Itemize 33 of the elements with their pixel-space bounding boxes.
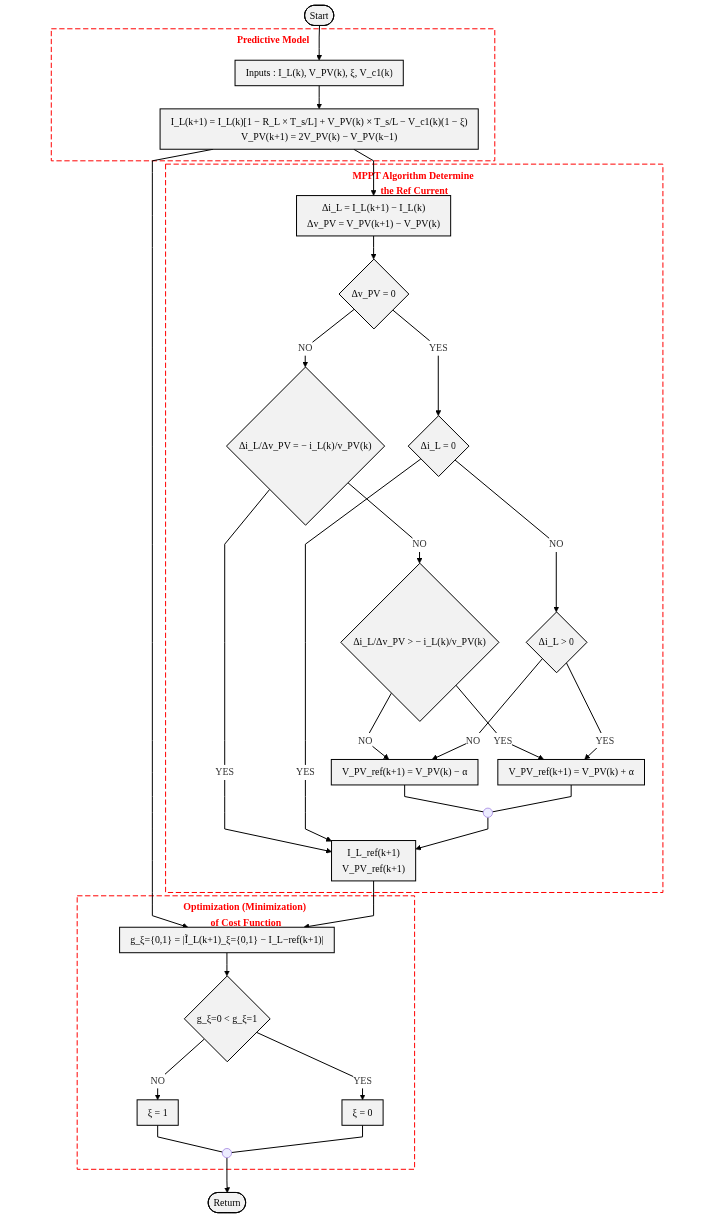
node-box: V_PV_ref(k+1) = V_PV(k) + α	[497, 758, 646, 786]
connector	[492, 784, 573, 813]
connector	[404, 784, 485, 813]
edge-label: YES	[429, 342, 449, 354]
edge-label: YES	[493, 734, 513, 746]
edge-label: YES	[215, 766, 235, 778]
node-diamond: g_ξ=0 < g_ξ=1	[184, 975, 272, 1063]
edge-label: YES	[353, 1075, 373, 1086]
node-box: V_PV_ref(k+1) = V_PV(k) − α	[331, 758, 479, 786]
node-diamond: Δi_L/Δv_PV = − i_L(k)/v_PV(k)	[226, 366, 386, 526]
edge-label: NO	[549, 538, 564, 550]
edge-label: YES	[595, 734, 615, 746]
node-diamond: Δv_PV = 0	[338, 258, 410, 330]
node-box: g_ξ={0,1} = |Ĩ_L(k+1)_ξ={0,1} − I_L−ref(k+1)|	[119, 926, 336, 954]
node-diamond: Δi_L = 0	[408, 415, 470, 477]
node-diamond: Δi_L/Δv_PV > − i_L(k)/v_PV(k)	[340, 562, 500, 722]
edge-label: NO	[412, 538, 428, 550]
edge-label: NO	[358, 734, 373, 746]
connector	[231, 1124, 364, 1154]
node-box: ξ = 1	[137, 1099, 180, 1126]
node-box: I_L_ref(k+1) V_PV_ref(k+1)	[331, 840, 417, 882]
edge-label: NO	[466, 734, 481, 746]
node-box: Δi_L = I_L(k+1) − I_L(k) Δv_PV = V_PV(k+1) − V_PV(k)	[296, 195, 452, 237]
node-circle	[483, 807, 494, 818]
node-box: I_L(k+1) = I_L(k)[1 − R_L × T_s/L] + V_PV(k) × T_s/L − V_c1(k)(1 − ξ) V_PV(k+1) = 2V_PV(k) − V_PV(k−1)	[159, 108, 480, 150]
edge-label: NO	[298, 342, 313, 354]
node-box: Inputs : I_L(k), V_PV(k), ξ, V_c1(k)	[234, 59, 405, 87]
connector	[157, 1124, 224, 1153]
node-box: ξ = 0	[341, 1099, 384, 1126]
node-diamond: Δi_L > 0	[526, 611, 588, 674]
edge-label: NO	[150, 1075, 166, 1086]
edge-label: YES	[296, 766, 316, 778]
node-circle	[222, 1148, 233, 1159]
